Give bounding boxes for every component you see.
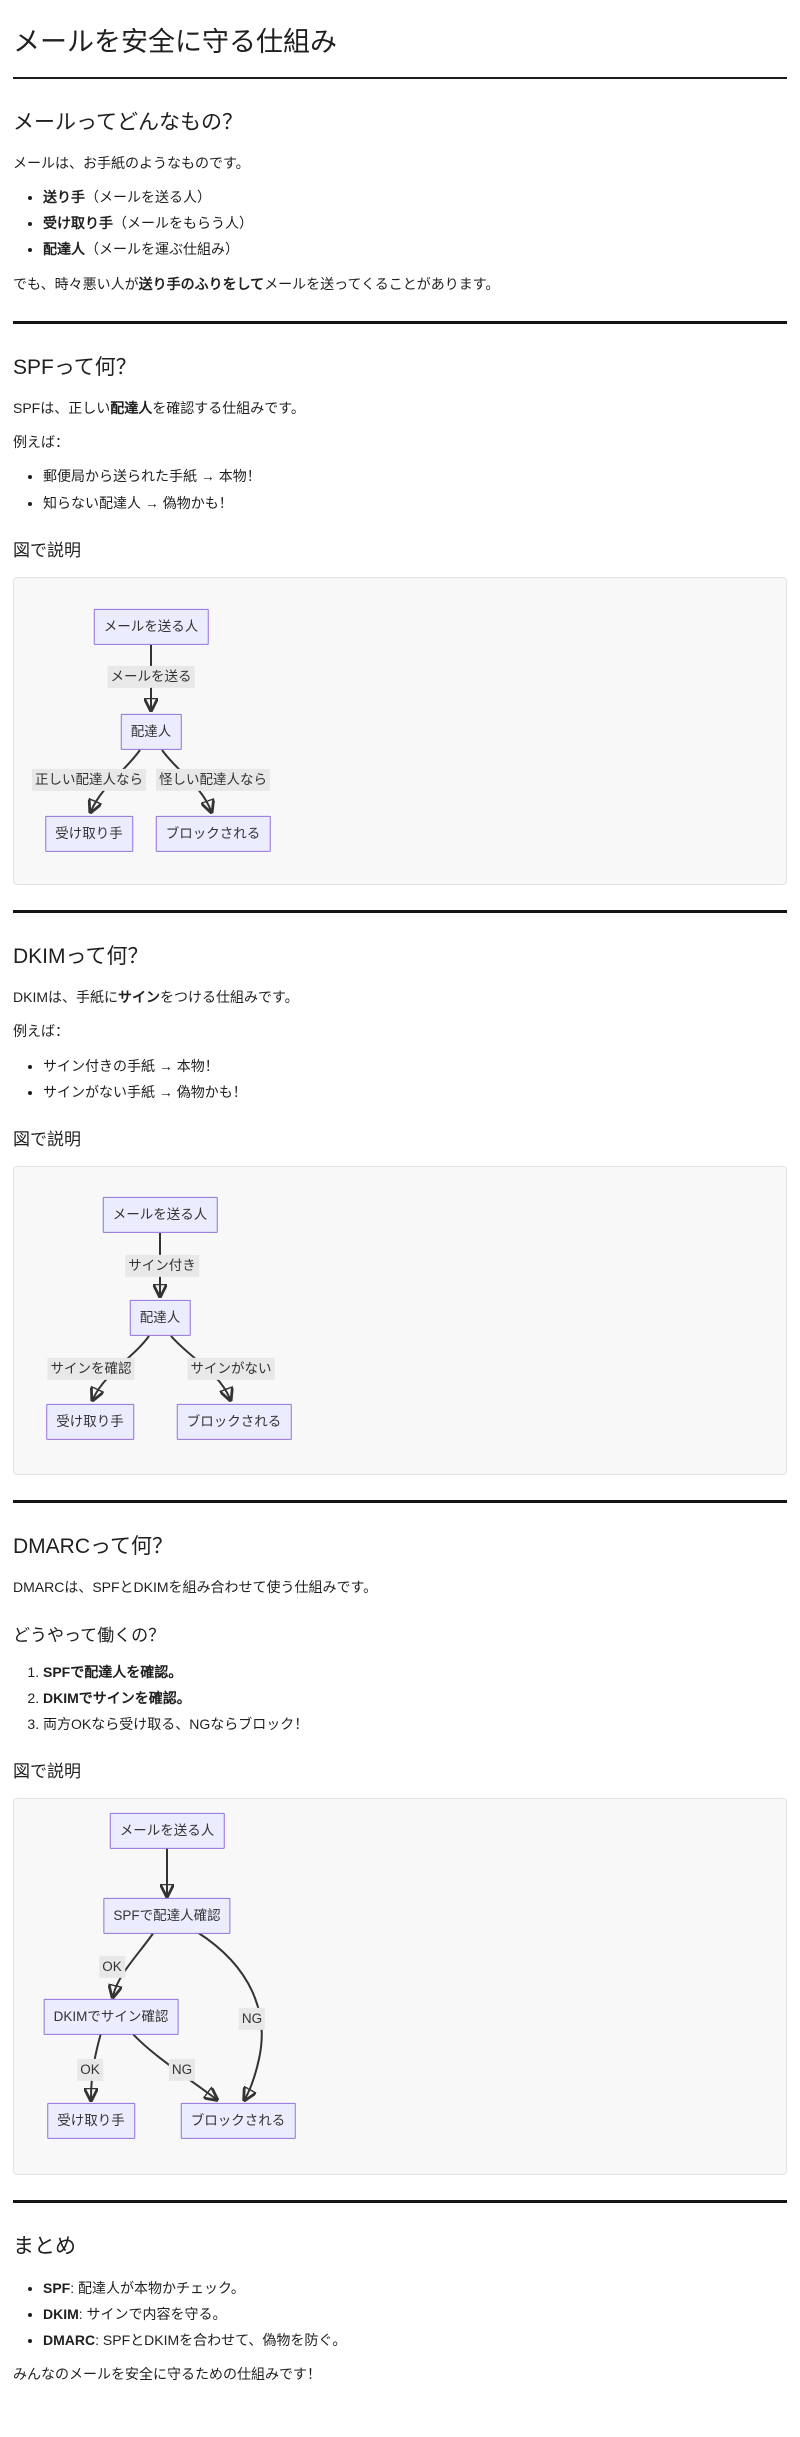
edge-label-signed: サイン付き [125, 1254, 199, 1277]
list-item: DKIM: サインで内容を守る。 [43, 2303, 787, 2326]
list-item: 両方OKなら受け取る、NGならブロック！ [43, 1713, 787, 1736]
section-divider [13, 320, 787, 324]
dmarc-flowchart: メールを送る人 SPFで配達人確認 OK NG DKIMでサイン確認 OK NG… [13, 1797, 787, 2175]
list-item: DMARC: SPFとDKIMを合わせて、偽物を防ぐ。 [43, 2329, 787, 2352]
edge-label-suspicious: 怪しい配達人なら [156, 768, 270, 791]
page-title: メールを安全に守る仕組み [13, 20, 787, 79]
dmarc-paragraph: DMARCは、SPFとDKIMを組み合わせて使う仕組みです。 [13, 1579, 378, 1596]
summary-heading: まとめ [13, 2234, 76, 2258]
flow-node-blocked: ブロックされる [176, 1403, 292, 1440]
spf-example-label: 例えば： [13, 434, 69, 451]
edge-label-ng-1: NG [238, 2007, 266, 2031]
intro-list: 送り手（メールを送る人） 受け取り手（メールをもらう人） 配達人（メールを運ぶ仕… [13, 186, 787, 261]
flow-node-receiver: 受け取り手 [47, 2102, 135, 2140]
section-divider [13, 1499, 787, 1503]
list-item: サインがない手紙 → 偽物かも！ [43, 1081, 787, 1104]
list-item: DKIMでサインを確認。 [43, 1687, 787, 1710]
edge-label-nosign: サインがない [187, 1357, 275, 1380]
dmarc-heading: DMARCって何？ [13, 1534, 173, 1558]
list-item: 知らない配達人 → 偽物かも！ [43, 492, 787, 515]
edge-label-ok-1: OK [99, 1955, 125, 1979]
dmarc-figure-label: 図で説明 [13, 1761, 81, 1781]
dkim-example-list: サイン付きの手紙 → 本物！ サインがない手紙 → 偽物かも！ [13, 1055, 787, 1104]
summary-closing: みんなのメールを安全に守るための仕組みです！ [13, 2365, 321, 2382]
edge-label-send: メールを送る [107, 665, 195, 688]
intro-warning: でも、時々悪い人が送り手のふりをしてメールを送ってくることがあります。 [13, 275, 500, 292]
intro-heading: メールってどんなもの？ [13, 110, 243, 134]
edge-label-ok-2: OK [77, 2058, 103, 2082]
flow-node-blocked: ブロックされる [180, 2102, 296, 2140]
dkim-paragraph: DKIMは、手紙にサインをつける仕組みです。 [13, 989, 299, 1006]
list-item: 送り手（メールを送る人） [43, 186, 787, 209]
spf-example-list: 郵便局から送られた手紙 → 本物！ 知らない配達人 → 偽物かも！ [13, 465, 787, 514]
flow-node-sender: メールを送る人 [109, 1812, 225, 1850]
section-divider [13, 909, 787, 913]
list-item: 配達人（メールを運ぶ仕組み） [43, 238, 787, 261]
dmarc-steps-list: SPFで配達人を確認。 DKIMでサインを確認。 両方OKなら受け取る、NGなら… [13, 1661, 787, 1736]
dkim-figure-label: 図で説明 [13, 1129, 81, 1149]
flow-node-sender: メールを送る人 [93, 608, 209, 645]
spf-heading: SPFって何？ [13, 355, 137, 379]
summary-list: SPF: 配達人が本物かチェック。 DKIM: サインで内容を守る。 DMARC… [13, 2277, 787, 2352]
list-item: サイン付きの手紙 → 本物！ [43, 1055, 787, 1078]
list-item: 受け取り手（メールをもらう人） [43, 212, 787, 235]
spf-paragraph: SPFは、正しい配達人を確認する仕組みです。 [13, 400, 305, 417]
flow-node-receiver: 受け取り手 [46, 1403, 134, 1440]
dkim-example-label: 例えば： [13, 1023, 69, 1040]
edge-label-ng-2: NG [168, 2058, 196, 2082]
dkim-flowchart: メールを送る人 サイン付き 配達人 サインを確認 サインがない 受け取り手 ブロ… [13, 1165, 787, 1475]
list-item: SPFで配達人を確認。 [43, 1661, 787, 1684]
flow-node-receiver: 受け取り手 [45, 815, 133, 852]
flow-node-spf-check: SPFで配達人確認 [103, 1897, 231, 1935]
edge-label-check: サインを確認 [47, 1357, 135, 1380]
flow-node-dkim-check: DKIMでサイン確認 [43, 1998, 179, 2036]
dkim-heading: DKIMって何？ [13, 944, 149, 968]
section-divider [13, 2199, 787, 2203]
flow-node-carrier: 配達人 [120, 713, 182, 750]
dmarc-how-heading: どうやって働くの？ [13, 1625, 166, 1645]
flow-node-blocked: ブロックされる [155, 815, 271, 852]
intro-paragraph: メールは、お手紙のようなものです。 [13, 155, 250, 172]
spf-flowchart: メールを送る人 メールを送る 配達人 正しい配達人なら 怪しい配達人なら 受け取… [13, 576, 787, 885]
flow-node-sender: メールを送る人 [102, 1196, 218, 1233]
list-item: SPF: 配達人が本物かチェック。 [43, 2277, 787, 2300]
spf-figure-label: 図で説明 [13, 540, 81, 560]
list-item: 郵便局から送られた手紙 → 本物！ [43, 465, 787, 488]
flow-node-carrier: 配達人 [129, 1299, 191, 1336]
edge-label-valid: 正しい配達人なら [32, 768, 146, 791]
